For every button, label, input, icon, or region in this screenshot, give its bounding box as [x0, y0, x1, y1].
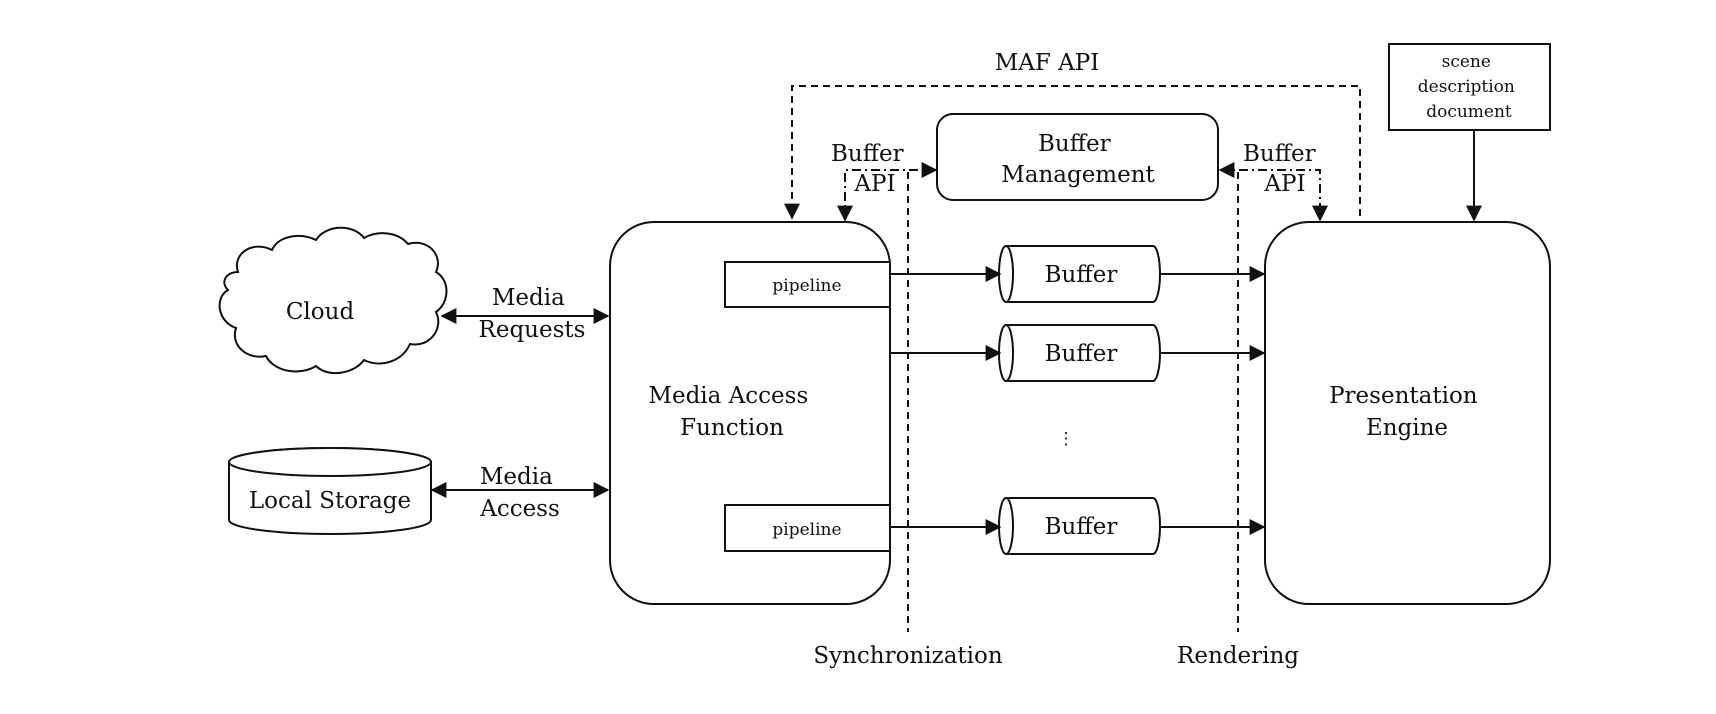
media-requests-label: Media Requests: [479, 285, 586, 343]
cloud-label: Cloud: [286, 299, 355, 325]
local-storage-label: Local Storage: [249, 488, 411, 514]
maf-api-connector: [784, 85, 1361, 220]
buffer-3: Buffer: [998, 497, 1161, 555]
rendering-label: Rendering: [1177, 643, 1299, 669]
buffer-3-label: Buffer: [1045, 514, 1118, 540]
buffer-2: Buffer: [998, 324, 1161, 382]
maf-api-label: MAF API: [995, 50, 1100, 76]
scene-description-label: scene description document: [1418, 52, 1521, 122]
buffer-1-label: Buffer: [1045, 262, 1118, 288]
presentation-engine-label: Presentation Engine: [1329, 383, 1485, 441]
buffer-api-right-label: Buffer API: [1243, 141, 1323, 197]
pipeline-bottom-label: pipeline: [772, 520, 841, 540]
buffer-api-left-label: Buffer API: [831, 141, 911, 197]
presentation-engine-box: [1264, 221, 1551, 605]
buffer-1: Buffer: [998, 245, 1161, 303]
buffer-2-label: Buffer: [1045, 341, 1118, 367]
buffer-management-label: Buffer Management: [1001, 131, 1155, 188]
synchronization-label: Synchronization: [813, 643, 1003, 669]
buffer-api-right-connector: [1218, 162, 1328, 222]
scene-description-box: [1388, 43, 1551, 131]
cloud-shape: Cloud: [218, 226, 448, 375]
local-storage-shape: Local Storage: [228, 447, 432, 535]
pipeline-bottom-box: [724, 504, 891, 552]
media-access-function-label: Media Access Function: [648, 383, 815, 441]
buffer-ellipsis: ⋮: [1058, 429, 1075, 449]
buffer-management-box: [936, 113, 1219, 201]
media-access-label: Media Access: [479, 464, 560, 522]
pipeline-top-label: pipeline: [772, 276, 841, 296]
pipeline-top-box: [724, 261, 891, 308]
